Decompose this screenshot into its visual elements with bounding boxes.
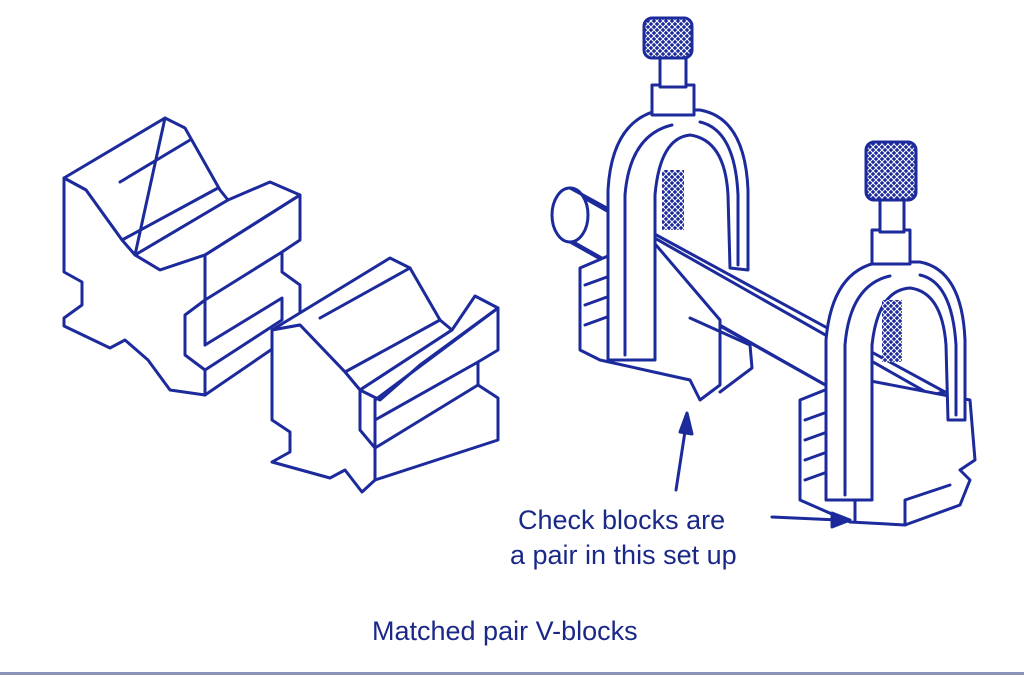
arrowhead-icon xyxy=(678,411,694,436)
clamp-back xyxy=(606,16,750,362)
v-block-front xyxy=(270,256,500,494)
clamp-front xyxy=(824,140,967,502)
figure-caption: Matched pair V-blocks xyxy=(372,616,638,646)
annotation-line-2: a pair in this set up xyxy=(510,540,737,570)
annotation-line-1: Check blocks are xyxy=(518,505,726,535)
v-block-left xyxy=(62,116,302,397)
leader-arrow-back-block xyxy=(674,423,688,492)
leader-arrow-front-block xyxy=(770,515,840,522)
page-edge-rule xyxy=(0,672,1024,675)
leader-arrows xyxy=(674,411,852,529)
arrowhead-icon xyxy=(830,511,852,529)
